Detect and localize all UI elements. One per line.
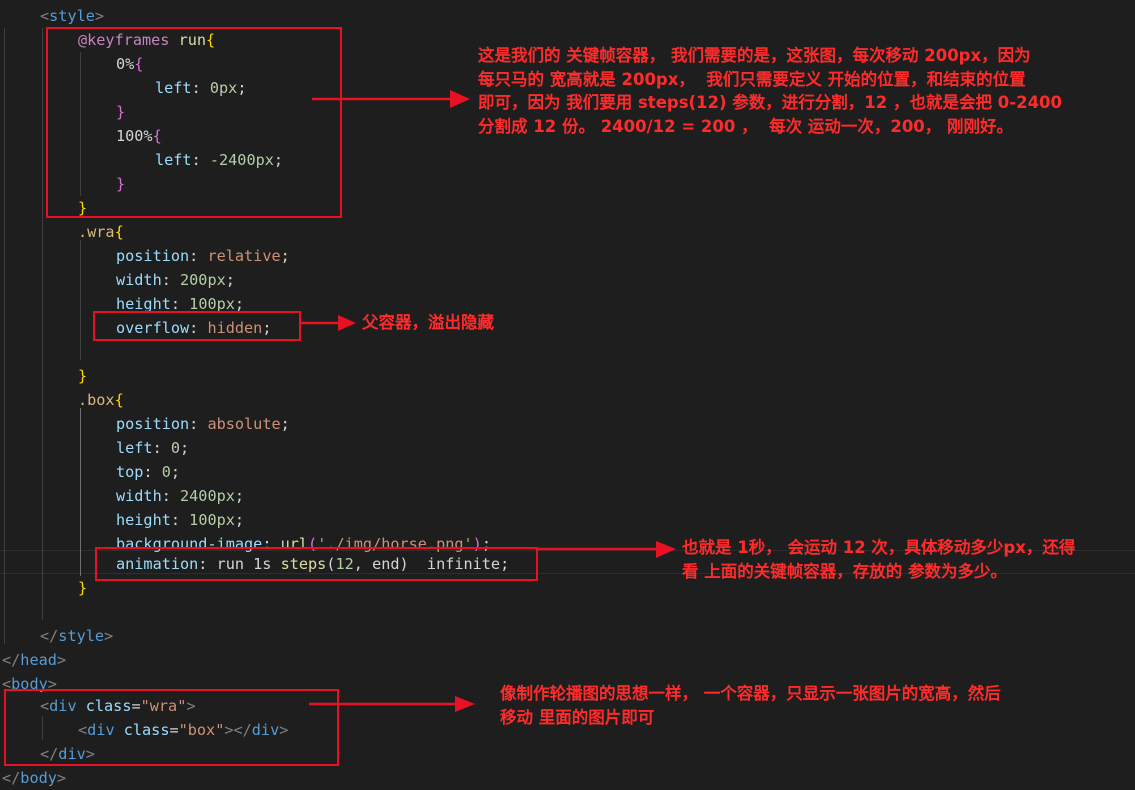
code-line: @keyframes run{: [78, 31, 216, 49]
code-line: overflow: hidden;: [116, 319, 272, 337]
note-overflow: 父容器，溢出隐藏: [362, 313, 494, 332]
code-line: }: [116, 175, 126, 193]
note-animation: 也就是 1秒， 会运动 12 次，具体移动多少px，还得 看 上面的关键帧容器，…: [682, 538, 1076, 581]
note-html: 像制作轮播图的思想一样， 一个容器，只显示一张图片的宽高，然后 移动 里面的图片…: [500, 684, 1001, 727]
indent-guide: [80, 240, 81, 360]
code-line: left: -2400px;: [155, 151, 284, 169]
code-line: height: 100px;: [116, 295, 245, 313]
indent-guide-active: [80, 408, 81, 576]
code-line: </body>: [2, 769, 67, 787]
code-line: left: 0px;: [155, 79, 247, 97]
code-line: top: 0;: [116, 463, 181, 481]
code-line: </style>: [40, 627, 114, 645]
code-line: 0%{: [116, 55, 144, 73]
code-line: <body>: [2, 675, 57, 693]
code-line: animation: run 1s steps(12, end) infinit…: [116, 555, 510, 573]
note-keyframes: 这是我们的 关键帧容器， 我们需要的是，这张图，每次移动 200px，因为 每只…: [478, 46, 1063, 136]
code-line: }: [116, 103, 126, 121]
code-line: width: 2400px;: [116, 487, 245, 505]
code-line: position: relative;: [116, 247, 290, 265]
code-line: position: absolute;: [116, 415, 290, 433]
code-line: }: [78, 199, 88, 217]
indent-guide: [4, 28, 5, 644]
code-line: .box{: [78, 391, 124, 409]
code-line: }: [78, 579, 88, 597]
code-line: <div class="box"></div>: [78, 721, 289, 739]
code-line: </div>: [40, 745, 95, 763]
code-line: }: [78, 367, 88, 385]
annotation-box-animation: [95, 547, 538, 581]
annotation-box-html: [4, 689, 339, 766]
indent-guide: [80, 52, 81, 196]
code-line: width: 200px;: [116, 271, 235, 289]
code-line: left: 0;: [116, 439, 190, 457]
code-line: <style>: [40, 7, 105, 25]
annotation-box-keyframes: [46, 27, 342, 218]
current-line-highlight: [0, 550, 1135, 574]
code-line: height: 100px;: [116, 511, 245, 529]
annotation-box-overflow: [93, 311, 301, 341]
code-line: 100%{: [116, 127, 162, 145]
code-line: .wra{: [78, 223, 124, 241]
code-line: <div class="wra">: [40, 697, 196, 715]
code-line: </head>: [2, 651, 67, 669]
indent-guide: [42, 716, 43, 740]
indent-guide: [42, 28, 43, 620]
